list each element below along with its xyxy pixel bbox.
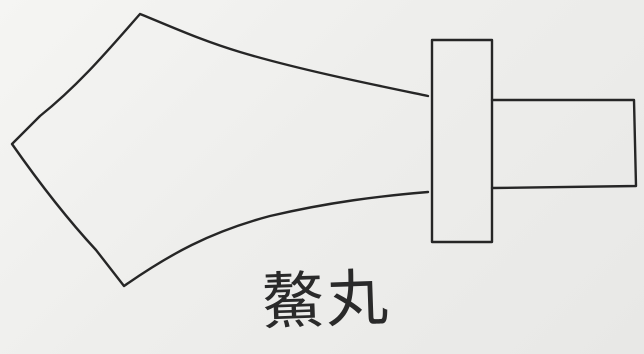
sword-guard — [430, 38, 494, 244]
sword-blade — [10, 12, 430, 288]
sword-handle — [490, 98, 638, 190]
sword-caption: 鰲丸 — [260, 261, 392, 339]
